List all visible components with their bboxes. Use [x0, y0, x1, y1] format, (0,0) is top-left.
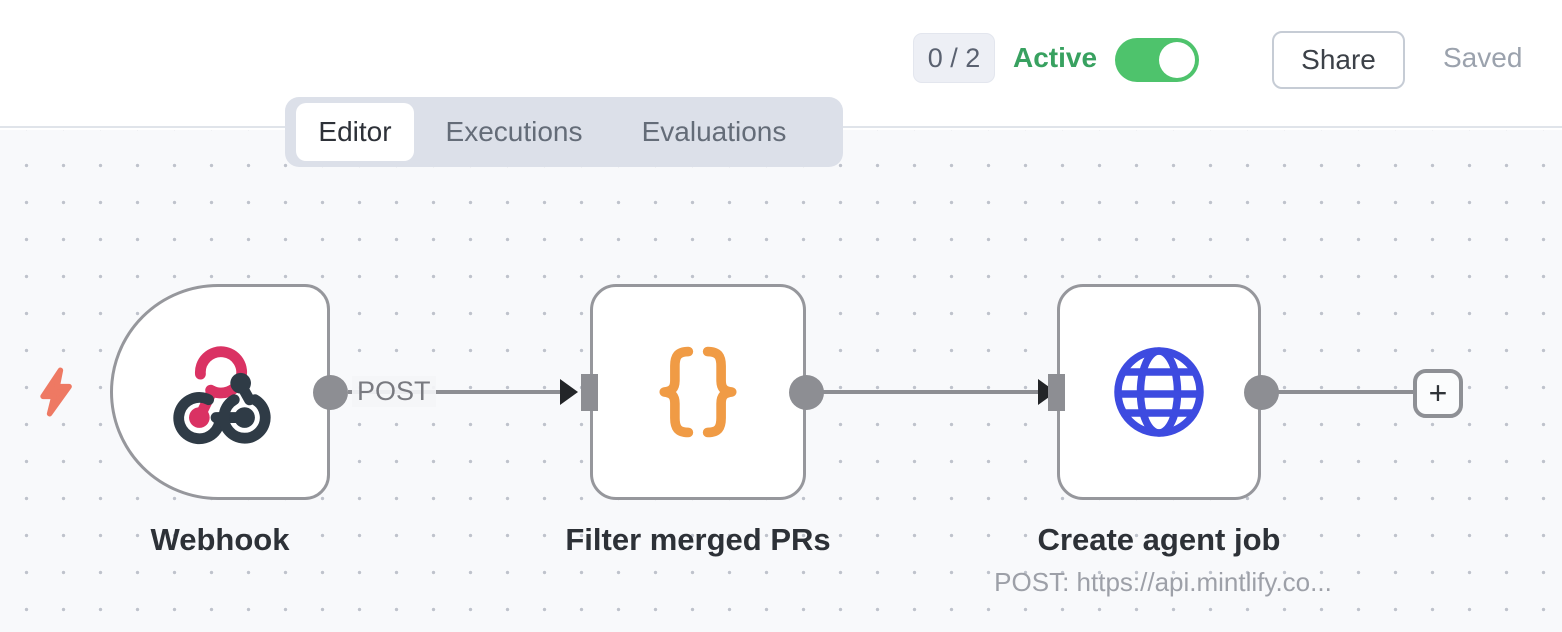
view-tabbar: Editor Executions Evaluations [285, 97, 843, 167]
node-filter-merged-prs[interactable] [590, 284, 806, 500]
toggle-knob [1159, 42, 1195, 78]
saved-status: Saved [1443, 42, 1523, 73]
trigger-bolt-icon [40, 367, 72, 417]
active-toggle[interactable] [1115, 38, 1199, 82]
output-port-webhook[interactable] [313, 375, 348, 410]
globe-icon [1114, 347, 1204, 437]
connection-create-add[interactable] [1278, 390, 1413, 394]
node-label-filter: Filter merged PRs [565, 522, 831, 557]
add-node-button[interactable]: + [1413, 369, 1463, 418]
node-label-webhook: Webhook [150, 522, 290, 557]
tab-evaluations[interactable]: Evaluations [641, 116, 787, 147]
input-port-create[interactable] [1048, 374, 1065, 411]
share-button[interactable]: Share [1272, 31, 1405, 89]
node-label-create: Create agent job [1037, 522, 1281, 557]
input-arrow-filter [560, 379, 578, 405]
issues-count-badge[interactable]: 0 / 2 [913, 33, 995, 83]
node-webhook[interactable] [110, 284, 330, 500]
tab-executions[interactable]: Executions [445, 116, 583, 147]
node-sublabel-create: POST: https://api.mintlify.co... [994, 567, 1332, 597]
connection-post-label: POST [352, 376, 436, 407]
output-port-create[interactable] [1244, 375, 1279, 410]
output-port-filter[interactable] [789, 375, 824, 410]
webhook-icon [173, 346, 271, 445]
curly-braces-icon [659, 346, 737, 438]
connection-webhook-filter[interactable] [348, 390, 562, 394]
node-create-agent-job[interactable] [1057, 284, 1261, 500]
active-label: Active [1013, 42, 1098, 73]
tab-editor[interactable]: Editor [296, 103, 414, 161]
connection-filter-create[interactable] [823, 390, 1040, 394]
input-port-filter[interactable] [581, 374, 598, 411]
workflow-canvas[interactable]: POST Webhook Filter merged PRs [0, 130, 1562, 632]
